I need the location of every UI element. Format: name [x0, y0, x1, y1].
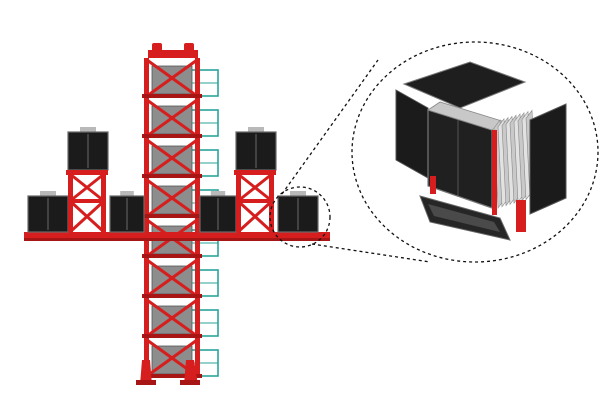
tower-level — [142, 298, 219, 338]
tower-level — [142, 338, 219, 378]
tower-left-post — [144, 58, 149, 98]
detector-module — [235, 127, 277, 171]
detector-module — [27, 191, 69, 233]
truss-mid-beam — [236, 199, 274, 203]
tower-right-post — [195, 298, 200, 338]
zoom-right-door — [529, 103, 567, 215]
tower-right-post — [195, 258, 200, 298]
module-top-panel — [290, 191, 306, 197]
tower-right-post — [195, 138, 200, 178]
tower-level-beam — [142, 174, 202, 178]
tower-level-beam — [142, 374, 202, 378]
left-side-structure — [27, 127, 145, 234]
tower-levels — [142, 58, 219, 378]
detector-module — [67, 127, 109, 171]
truss-mid-beam — [68, 199, 106, 203]
tower-left-post — [144, 138, 149, 178]
tower-right-post — [195, 58, 200, 98]
detector-module — [109, 191, 145, 233]
right-side-structure — [199, 127, 319, 234]
tower-level-beam — [142, 334, 202, 338]
horizontal-arm — [24, 232, 330, 241]
callout-lower-line — [311, 243, 431, 263]
tower-left-post — [144, 178, 149, 218]
tower-left-post — [144, 258, 149, 298]
zoom-red-foot — [516, 200, 526, 232]
detector-module — [277, 191, 319, 233]
zoom-top-lid — [402, 61, 527, 109]
arm-base-beam — [24, 232, 330, 238]
tower-brace — [146, 58, 198, 98]
truss-brace — [237, 172, 273, 203]
tower-brace — [146, 338, 198, 378]
module-top-panel — [80, 127, 96, 133]
module-top-panel — [40, 191, 56, 197]
tower-level — [142, 258, 219, 298]
tower-level — [142, 98, 219, 138]
tower-brace — [146, 98, 198, 138]
tower-level-beam — [142, 294, 202, 298]
tower-level-beam — [142, 94, 202, 98]
tower-brace — [146, 298, 198, 338]
truss-top-beam — [234, 170, 276, 175]
tower-level — [142, 58, 219, 98]
tower-left-post — [144, 338, 149, 378]
truss-brace — [68, 199, 106, 234]
detector-module — [199, 191, 237, 233]
tower-left-post — [144, 298, 149, 338]
module-top-panel — [120, 191, 134, 197]
module-top-panel — [210, 191, 226, 197]
tower-right-post — [195, 98, 200, 138]
tower-level — [142, 138, 219, 178]
tower-right-post — [195, 338, 200, 378]
support-truss — [234, 170, 276, 234]
tower-level-beam — [142, 134, 202, 138]
support-truss — [66, 170, 108, 234]
truss-top-beam — [66, 170, 108, 175]
arm-base-shadow — [24, 238, 330, 241]
tower-brace — [146, 178, 198, 218]
tower-level — [142, 178, 219, 218]
tower-brace — [146, 258, 198, 298]
magnified-callout — [269, 41, 599, 263]
callout-source-circle — [269, 186, 331, 248]
module-top-panel — [248, 127, 264, 133]
zoomed-detector-module — [395, 61, 567, 241]
tower-brace — [146, 138, 198, 178]
tower-level-beam — [142, 254, 202, 258]
central-tower — [136, 43, 219, 385]
tower-left-post — [144, 98, 149, 138]
truss-brace — [236, 199, 274, 234]
tower-top-cap — [148, 43, 198, 58]
tower-level-beam — [142, 214, 202, 218]
zoom-red-post — [492, 130, 497, 215]
truss-brace — [69, 172, 105, 203]
tower-right-post — [195, 178, 200, 218]
tower-feet — [136, 360, 200, 385]
